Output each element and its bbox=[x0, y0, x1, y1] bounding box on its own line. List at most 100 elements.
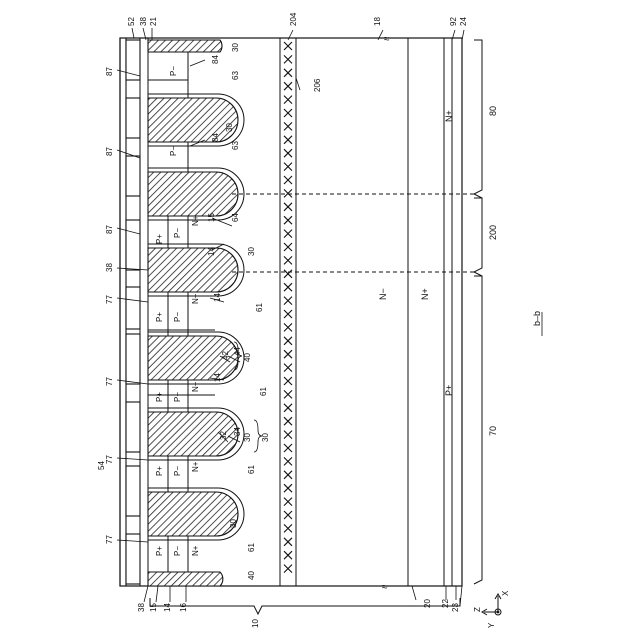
cross-mark bbox=[284, 323, 292, 331]
ref-14-a: 14 bbox=[207, 247, 216, 256]
ref-84-b: 84 bbox=[211, 133, 220, 142]
ref-87-c: 87 bbox=[105, 225, 114, 234]
axes-indicator bbox=[482, 594, 501, 615]
cross-mark bbox=[284, 256, 292, 264]
ref-63-b: 63 bbox=[231, 141, 240, 150]
cross-mark bbox=[284, 390, 292, 398]
ref-20: 20 bbox=[423, 599, 432, 608]
svg-text:P−: P− bbox=[173, 466, 182, 476]
ref-30-d: 30 bbox=[243, 433, 252, 442]
region-80: 80 bbox=[488, 106, 498, 116]
cross-mark bbox=[284, 283, 292, 291]
cross-mark bbox=[284, 310, 292, 318]
ref-63-a: 63 bbox=[231, 71, 240, 80]
cross-mark bbox=[284, 136, 292, 144]
ref-44: 44 bbox=[233, 347, 242, 356]
cross-mark bbox=[284, 243, 292, 251]
ref-15-bottom: 15 bbox=[149, 603, 158, 612]
ref-38-mid: 38 bbox=[105, 263, 114, 272]
svg-text:P−: P− bbox=[173, 392, 182, 402]
axis-z-label: Z bbox=[473, 607, 482, 612]
cross-mark bbox=[284, 538, 292, 546]
svg-text:P+: P+ bbox=[155, 312, 164, 322]
cross-mark bbox=[284, 42, 292, 50]
ref-40-bottom: 40 bbox=[247, 571, 256, 580]
svg-text:P+: P+ bbox=[155, 466, 164, 476]
svg-text:P+: P+ bbox=[155, 546, 164, 556]
ref-61-d: 61 bbox=[247, 543, 256, 552]
ref-18: 18 bbox=[373, 17, 382, 26]
ref-30-a: 30 bbox=[231, 43, 240, 52]
svg-text:P−: P− bbox=[173, 546, 182, 556]
label-p-plus-collector: P+ bbox=[444, 385, 454, 396]
region-200: 200 bbox=[488, 225, 498, 240]
cross-mark bbox=[284, 444, 292, 452]
front-surface-electrode bbox=[120, 38, 126, 586]
trench-1 bbox=[148, 40, 222, 52]
ref-14-b: 14 bbox=[213, 293, 222, 302]
cross-mark bbox=[284, 270, 292, 278]
svg-text:P+: P+ bbox=[155, 392, 164, 402]
cross-mark bbox=[284, 149, 292, 157]
ref-87-b: 87 bbox=[105, 147, 114, 156]
ref-77-a: 77 bbox=[105, 295, 114, 304]
cross-mark bbox=[284, 176, 292, 184]
cross-mark bbox=[284, 431, 292, 439]
cross-mark bbox=[284, 230, 292, 238]
svg-text:P−: P− bbox=[173, 312, 182, 322]
svg-text:P+: P+ bbox=[155, 234, 164, 244]
ref-14-bottom: 14 bbox=[163, 603, 172, 612]
cross-mark bbox=[284, 565, 292, 573]
ref-14-c: 14 bbox=[213, 373, 222, 382]
lifetime-control-crosses bbox=[284, 42, 292, 573]
ref-87-a: 87 bbox=[105, 67, 114, 76]
cross-mark bbox=[284, 404, 292, 412]
ref-52: 52 bbox=[127, 17, 136, 26]
ref-30-e: 30 bbox=[261, 433, 270, 442]
ref-21: 21 bbox=[149, 17, 158, 26]
ref-38-top: 38 bbox=[139, 17, 148, 26]
cross-mark bbox=[284, 377, 292, 385]
ref-15-mid: 15 bbox=[207, 213, 216, 222]
svg-text:P−: P− bbox=[173, 228, 182, 238]
cross-mark bbox=[284, 471, 292, 479]
cross-mark bbox=[284, 163, 292, 171]
ref-64: 64 bbox=[231, 213, 240, 222]
ref-30-c: 30 bbox=[247, 247, 256, 256]
trench-8 bbox=[148, 572, 223, 586]
ref-77-d: 77 bbox=[105, 535, 114, 544]
ref-92: 92 bbox=[449, 17, 458, 26]
front-surface-blocks bbox=[126, 40, 140, 584]
cross-mark bbox=[284, 457, 292, 465]
lifetime-control-band bbox=[280, 38, 296, 586]
ref-30-b: 30 bbox=[225, 123, 234, 132]
region-70: 70 bbox=[488, 426, 498, 436]
ref-77-c: 77 bbox=[105, 455, 114, 464]
cross-mark bbox=[284, 498, 292, 506]
cross-mark bbox=[284, 82, 292, 90]
cross-mark bbox=[284, 122, 292, 130]
svg-text:N+: N+ bbox=[191, 545, 200, 556]
ref-23: 23 bbox=[451, 603, 460, 612]
figure-caption: b–b bbox=[532, 311, 542, 326]
ref-77-b: 77 bbox=[105, 377, 114, 386]
axis-x-label: X bbox=[501, 590, 510, 596]
ref-34: 34 bbox=[233, 427, 242, 436]
svg-text:N+: N+ bbox=[191, 215, 200, 226]
ref-24: 24 bbox=[459, 17, 468, 26]
ref-22: 22 bbox=[441, 599, 450, 608]
cross-mark bbox=[284, 96, 292, 104]
ref-38-bottom: 38 bbox=[137, 603, 146, 612]
cross-mark bbox=[284, 551, 292, 559]
cross-mark bbox=[284, 189, 292, 197]
ref-61-c: 61 bbox=[247, 465, 256, 474]
ref-30-f: 30 bbox=[229, 519, 238, 528]
cross-mark bbox=[284, 484, 292, 492]
region-boundaries bbox=[232, 194, 474, 272]
svg-text:N+: N+ bbox=[191, 293, 200, 304]
cross-mark bbox=[284, 417, 292, 425]
cross-mark bbox=[284, 69, 292, 77]
ref-204: 204 bbox=[289, 12, 298, 26]
cross-mark bbox=[284, 350, 292, 358]
